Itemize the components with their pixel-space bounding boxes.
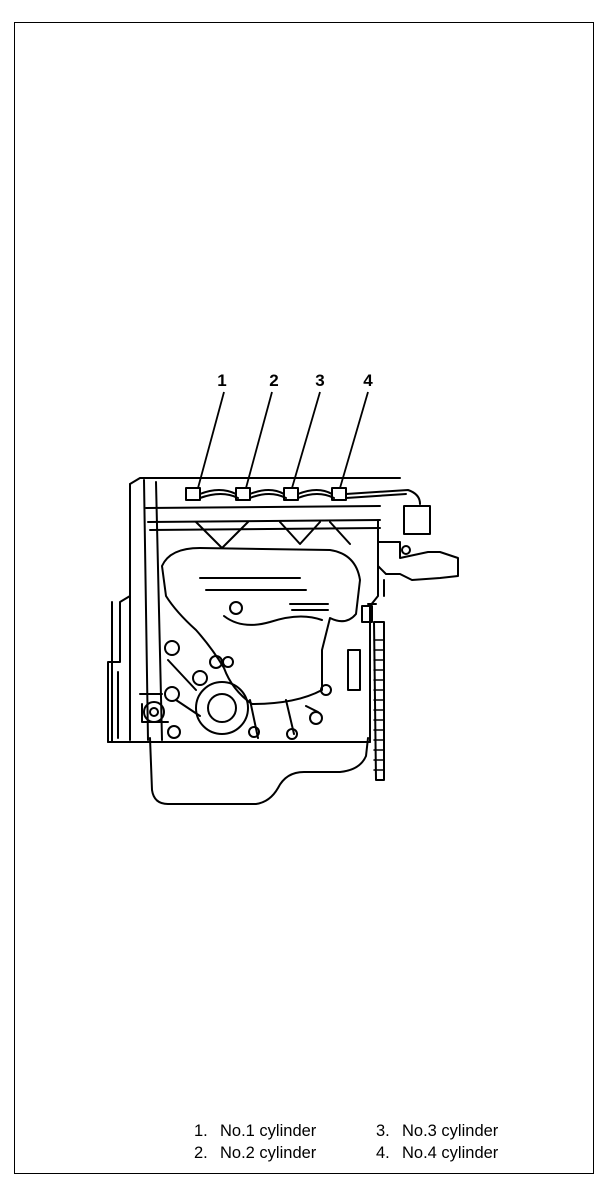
flywheel: [373, 621, 385, 781]
callout-leaders: [197, 391, 369, 489]
leader-line-3: [291, 391, 321, 489]
ignition-wires: [199, 489, 421, 505]
callout-number-4: 4: [363, 371, 373, 390]
legend-item-3: 3.No.3 cylinder: [376, 1122, 499, 1140]
cylinder-head: [145, 505, 381, 523]
callout-number-3: 3: [315, 371, 324, 390]
page-border: [14, 22, 594, 1174]
oil-pan: [149, 737, 369, 805]
legend-item-1: 1.No.1 cylinder: [194, 1122, 317, 1140]
callout-number-1: 1: [217, 371, 226, 390]
crankshaft-pulley: [195, 681, 249, 735]
distributor: [403, 505, 431, 535]
callout-number-2: 2: [269, 371, 278, 390]
exhaust-manifold: [161, 547, 361, 705]
leader-line-1: [197, 391, 225, 489]
legend-item-4: 4.No.4 cylinder: [376, 1144, 499, 1162]
legend-item-2: 2.No.2 cylinder: [194, 1144, 317, 1162]
spark-plug-1: [185, 487, 201, 501]
leader-line-2: [245, 391, 273, 489]
leader-line-4: [339, 391, 369, 489]
